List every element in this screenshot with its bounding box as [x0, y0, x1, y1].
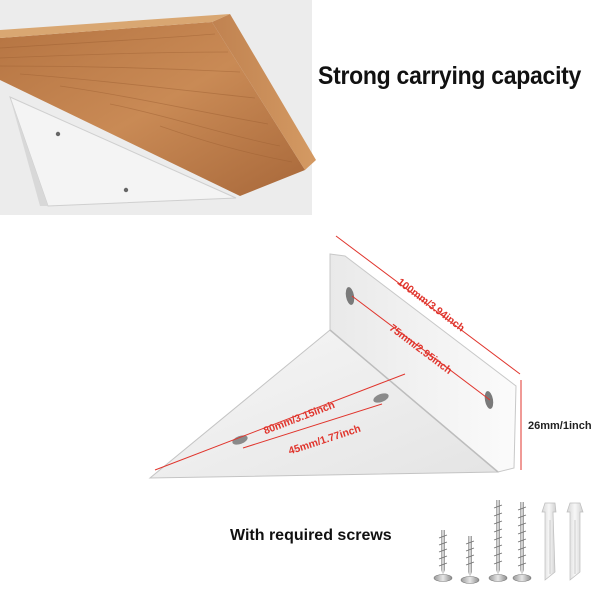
- dim-line-arm-inner: [242, 403, 383, 449]
- slot-hole: [484, 391, 494, 409]
- wall-anchor-1: [541, 502, 557, 581]
- arm-hole: [232, 435, 248, 445]
- screw-short-2: [460, 536, 480, 584]
- shelf-top-edge: [0, 14, 230, 38]
- wood-grain: [0, 33, 293, 163]
- wall-anchor-2: [566, 502, 584, 581]
- slot-hole: [345, 287, 355, 305]
- screw-long-1: [488, 500, 508, 582]
- bracket-fold: [329, 329, 499, 473]
- dim-label-height: 26mm/1inch: [528, 420, 592, 432]
- dim-line-long: [335, 235, 521, 375]
- shelf-board-underside: [0, 22, 305, 196]
- screw-long-2: [512, 502, 532, 582]
- screws-caption: With required screws: [230, 527, 392, 544]
- dim-line-inner: [351, 295, 491, 401]
- shelf-bracket-shade: [10, 97, 48, 206]
- shelf-front-edge: [212, 14, 316, 170]
- bracket-hole: [55, 131, 61, 137]
- bracket-hole: [123, 187, 129, 193]
- arm-hole: [373, 393, 389, 403]
- dim-line-arm: [154, 373, 406, 471]
- screw-short-1: [433, 530, 453, 582]
- headline: Strong carrying capacity: [318, 62, 582, 90]
